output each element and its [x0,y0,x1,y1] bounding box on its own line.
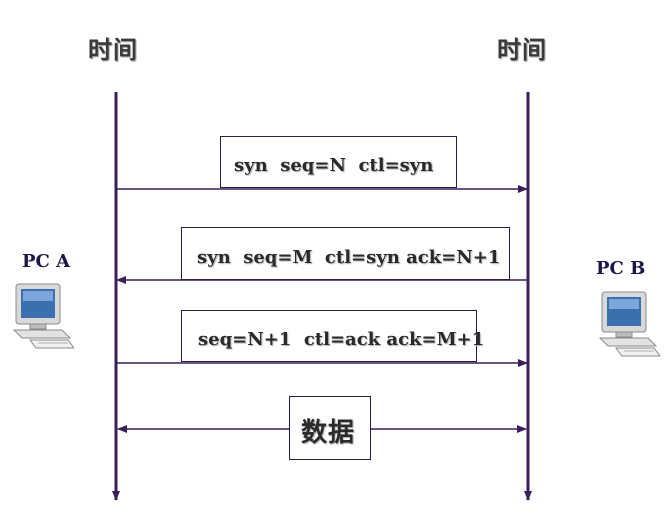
message-box-syn [220,136,457,188]
message-label-ack: seq=N+1 ctl=ack ack=M+1 [198,329,485,350]
time-label-right: 时间 [497,36,547,64]
data-box [289,396,371,460]
message-box-ack [181,310,477,362]
pc-b-label: PC B [596,258,646,279]
pc-a-label: PC A [22,251,71,272]
message-box-syn-ack [181,227,510,280]
data-label: 数据 [301,418,356,448]
message-label-syn-ack: syn seq=M ctl=syn ack=N+1 [197,247,501,268]
time-label-left: 时间 [88,36,138,64]
message-label-syn: syn seq=N ctl=syn [234,155,434,176]
computer-icon [12,283,74,349]
computer-icon [598,291,660,357]
